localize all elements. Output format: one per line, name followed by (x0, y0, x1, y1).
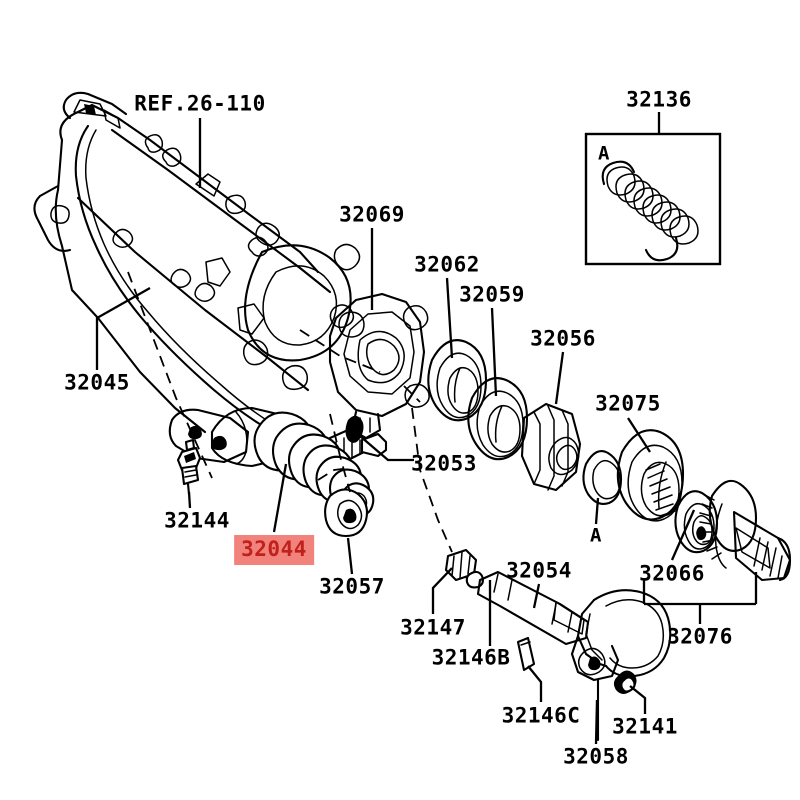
shift-fork-32058 (570, 589, 672, 742)
inset-box-32136 (584, 132, 722, 266)
callout-part-32147: 32147 (400, 615, 466, 640)
callout-part-32136: 32136 (626, 87, 692, 112)
shift-rod-assembly (444, 548, 590, 672)
control-cable-32045 (74, 124, 388, 462)
marker-a-inset: A (598, 142, 610, 165)
callout-part-32141: 32141 (612, 714, 678, 739)
transmission-case-outline (33, 91, 365, 434)
leader-lines (95, 112, 758, 745)
needle-bearing-32075 (616, 429, 685, 522)
spring-pin-32053 (345, 415, 364, 443)
oil-seal-32062 (427, 339, 488, 422)
callout-part-32146c: 32146C (501, 703, 581, 728)
callout-part-32045: 32045 (64, 370, 130, 395)
callout-part-32058: 32058 (563, 744, 629, 769)
callout-part-32044-highlighted: 32044 (234, 535, 314, 565)
bearing-race-32059 (467, 377, 529, 461)
bleeder-screw-32144 (176, 438, 202, 496)
callout-part-32062: 32062 (414, 252, 480, 277)
splined-output-shaft-32076 (699, 479, 792, 582)
coil-spring-32136 (601, 160, 699, 262)
callout-part-32144: 32144 (164, 508, 230, 533)
callout-part-32053: 32053 (411, 451, 477, 476)
dust-boot-32057 (324, 488, 369, 538)
bellows-sleeve-32056 (520, 402, 582, 492)
marker-a-main: A (590, 524, 602, 547)
callout-part-32069: 32069 (339, 202, 405, 227)
callout-part-32057: 32057 (319, 574, 385, 599)
callout-part-32076: 32076 (667, 624, 733, 649)
callout-part-32066: 32066 (639, 561, 705, 586)
callout-part-32146b: 32146B (431, 645, 511, 670)
snap-ring-a (582, 450, 623, 505)
callout-part-32056: 32056 (530, 326, 596, 351)
callout-part-32054: 32054 (506, 558, 572, 583)
callout-part-32059: 32059 (459, 282, 525, 307)
assembly-dashed-lines (127, 271, 453, 553)
callout-ref-26-110: REF.26-110 (134, 91, 266, 116)
retainer-housing-32069 (328, 292, 430, 440)
callout-part-32075: 32075 (595, 391, 661, 416)
